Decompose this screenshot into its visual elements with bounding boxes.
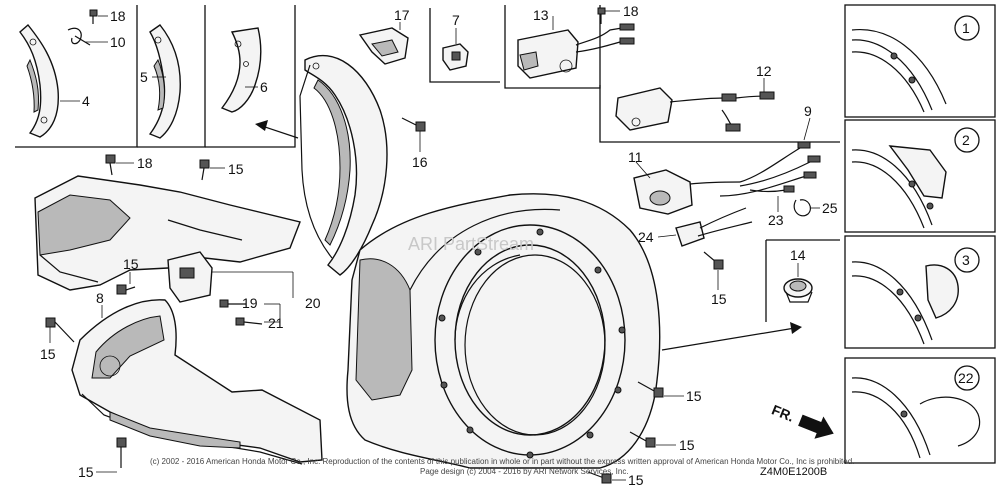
label-25: 25: [822, 200, 838, 216]
inset-panel-3: 3: [844, 235, 996, 349]
grommet-14[interactable]: [783, 278, 813, 303]
bolt-15-bottom[interactable]: [587, 471, 612, 484]
label-9: 9: [804, 103, 812, 119]
inset-panel-1: 1: [844, 4, 996, 118]
label-19: 19: [242, 295, 258, 311]
clip-10[interactable]: [67, 27, 91, 46]
oil-alert-unit-12[interactable]: [615, 87, 775, 132]
label-5: 5: [140, 69, 148, 85]
label-16: 16: [412, 154, 428, 170]
label-4: 4: [82, 93, 90, 109]
screw-21[interactable]: [219, 299, 263, 326]
label-8: 8: [96, 290, 104, 306]
switch-11[interactable]: [633, 169, 741, 215]
bolt-15-upper[interactable]: [199, 159, 210, 181]
clamp-25[interactable]: [793, 199, 812, 217]
wire-23[interactable]: [749, 185, 795, 193]
copyright-text: (c) 2002 - 2016 American Honda Motor Co.…: [150, 457, 854, 466]
fr-label: FR.: [770, 401, 797, 424]
label-18-left: 18: [137, 155, 153, 171]
label-21: 21: [268, 315, 284, 331]
shroud-plate-4[interactable]: [19, 23, 59, 138]
inset-panel-22: 22: [844, 357, 996, 464]
bolt-15-wire[interactable]: [703, 251, 724, 270]
air-guide-duct[interactable]: [34, 175, 301, 291]
label-7: 7: [452, 12, 460, 28]
bolt-15-left[interactable]: [116, 284, 136, 295]
label-13: 13: [533, 7, 549, 23]
label-18-top: 18: [110, 8, 126, 24]
screw-18-right[interactable]: [597, 7, 606, 24]
label-10: 10: [110, 34, 126, 50]
label-2: 2: [962, 132, 970, 148]
screw-18-top[interactable]: [89, 9, 98, 24]
label-20: 20: [305, 295, 321, 311]
label-15-bottom-left: 15: [78, 464, 94, 480]
label-15-far-left: 15: [40, 346, 56, 362]
label-12: 12: [756, 63, 772, 79]
bolt-18-left[interactable]: [105, 154, 116, 176]
label-24: 24: [638, 229, 654, 245]
bolt-15-bottom-left[interactable]: [116, 437, 127, 468]
label-6: 6: [260, 79, 268, 95]
direction-arrow-right: [661, 322, 802, 351]
label-3: 3: [962, 252, 970, 268]
wire-harness-9[interactable]: [719, 141, 821, 197]
inset-panel-2: 2: [844, 119, 996, 233]
label-15-right-2: 15: [679, 437, 695, 453]
bolt-16[interactable]: [401, 117, 426, 132]
diagram-code: Z4M0E1200B: [760, 466, 827, 478]
label-15-right-1: 15: [686, 388, 702, 404]
bracket-17[interactable]: [358, 27, 409, 65]
label-14: 14: [790, 247, 806, 263]
label-15-bottom: 15: [628, 472, 644, 488]
lower-shroud-8[interactable]: [71, 299, 323, 465]
inset-box-shrouds: [15, 5, 296, 148]
label-15-upper: 15: [228, 161, 244, 177]
label-17: 17: [394, 7, 410, 23]
page-design-text: Page design (c) 2004 - 2016 by ARI Netwo…: [420, 467, 629, 476]
label-15-left: 15: [123, 256, 139, 272]
watermark: ARI PartStream: [408, 234, 534, 254]
bolt-15-right-2[interactable]: [629, 431, 656, 448]
connector-24[interactable]: [675, 207, 753, 247]
clip-7[interactable]: [442, 43, 469, 71]
label-11: 11: [628, 149, 643, 165]
oil-alert-unit-13[interactable]: [517, 23, 635, 79]
label-23: 23: [768, 212, 784, 228]
label-1: 1: [962, 20, 970, 36]
fan-shroud-cover-16[interactable]: [299, 54, 388, 276]
fan-cover-main[interactable]: [346, 193, 661, 469]
shroud-plate-6[interactable]: [220, 27, 262, 113]
bolt-15-right-1[interactable]: [637, 381, 664, 398]
label-22: 22: [958, 370, 974, 386]
fr-direction-marker: FR.: [770, 401, 834, 439]
bracket-19[interactable]: [167, 251, 213, 303]
label-15-wire: 15: [711, 291, 727, 307]
bolt-15-far-left[interactable]: [45, 317, 75, 343]
shroud-plate-5[interactable]: [148, 24, 181, 139]
fan-cover-bolt-holes: [438, 228, 626, 459]
direction-arrow-left: [255, 120, 299, 139]
label-18-right: 18: [623, 3, 639, 19]
